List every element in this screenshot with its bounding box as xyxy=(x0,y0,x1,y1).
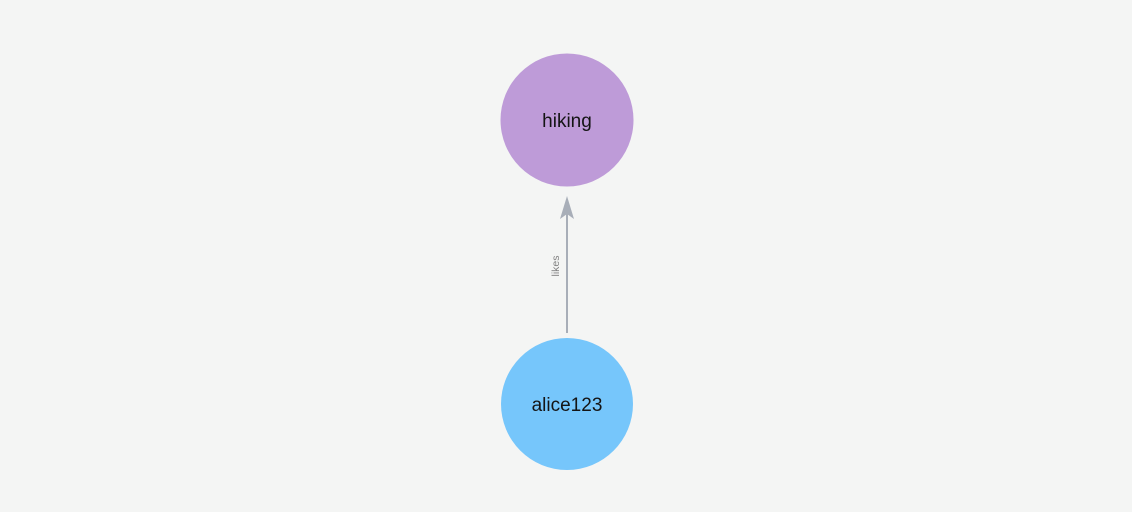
graph-node-alice123[interactable]: alice123 xyxy=(501,338,633,470)
edge-label-likes: likes xyxy=(550,255,562,276)
node-circle-alice123[interactable] xyxy=(501,338,633,470)
arrowhead-icon xyxy=(560,196,574,219)
node-circle-hiking[interactable] xyxy=(500,53,634,187)
graph-edge[interactable]: likes xyxy=(550,196,574,333)
graph-node-hiking[interactable]: hiking xyxy=(500,53,634,187)
